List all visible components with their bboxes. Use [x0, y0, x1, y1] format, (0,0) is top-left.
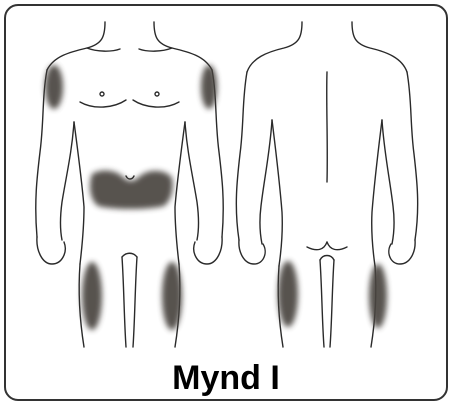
back-right-thigh-region [369, 264, 387, 328]
front-left-upper-arm-region [45, 65, 63, 109]
figure-caption: Mynd I [6, 358, 446, 398]
back-left-thigh-region [278, 261, 298, 327]
front-shaded-regions [45, 65, 217, 330]
body-diagram [6, 6, 448, 401]
front-abdomen-region [90, 171, 173, 209]
figure-frame: Mynd I [4, 4, 448, 401]
front-right-upper-arm-region [201, 65, 217, 109]
front-left-thigh-region [82, 262, 102, 330]
back-body-figure [236, 22, 417, 347]
front-right-thigh-region [162, 262, 182, 330]
